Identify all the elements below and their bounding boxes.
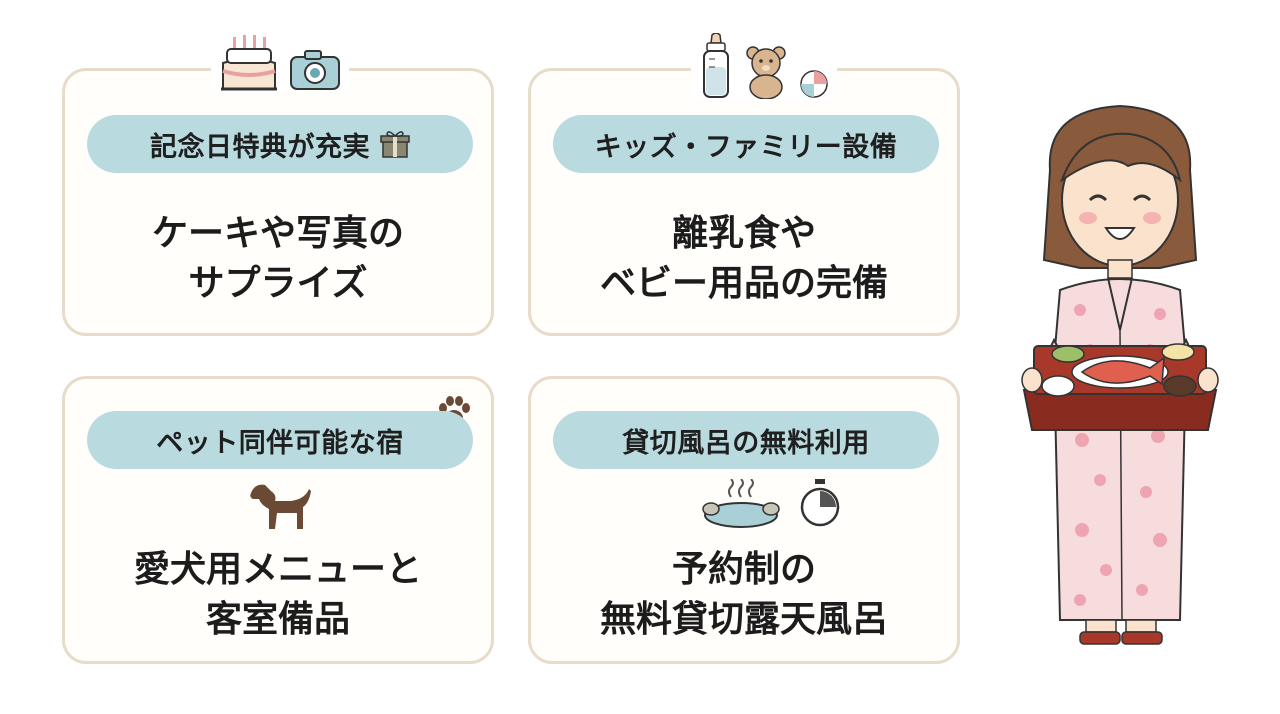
card-title: 貸切風呂の無料利用 [622, 427, 870, 459]
card-title: ペット同伴可能な宿 [156, 427, 404, 459]
hot-spring-icon [702, 479, 780, 528]
ball-icon [800, 70, 828, 98]
card-title-pill: 貸切風呂の無料利用 [553, 411, 939, 469]
baby-bottle-icon [703, 33, 729, 98]
stopwatch-icon [800, 479, 840, 527]
card-title: 記念日特典が充実 [150, 131, 370, 163]
hostess-in-yukata-with-meal-tray-icon [1021, 104, 1219, 645]
description-line: 離乳食や [671, 213, 816, 254]
card-private-bath: 貸切風呂の無料利用 予約制の 無料貸切露天風呂 [528, 376, 960, 664]
teddy-bear-icon [746, 46, 786, 99]
card-description: 予約制の 無料貸切露天風呂 [531, 545, 957, 645]
card-pet: ペット同伴可能な宿 愛犬用メニューと 客室備品 [62, 376, 494, 664]
card-title: キッズ・ファミリー設備 [594, 131, 898, 163]
description-line: ケーキや写真の [151, 213, 404, 254]
description-line: サプライズ [188, 263, 368, 304]
dog-icon [247, 481, 313, 537]
card-title-pill: キッズ・ファミリー設備 [553, 115, 939, 173]
card-family: キッズ・ファミリー設備 離乳食や ベビー用品の完備 [528, 33, 960, 336]
description-line: 予約制の [671, 549, 816, 590]
card-description: 愛犬用メニューと 客室備品 [65, 545, 491, 645]
bath-icons [701, 479, 841, 529]
card-description: ケーキや写真の サプライズ [65, 209, 491, 309]
description-line: ベビー用品の完備 [599, 263, 888, 304]
cake-icon [221, 35, 277, 91]
camera-icon [290, 50, 340, 90]
card-decoration [691, 33, 837, 99]
card-description: 離乳食や ベビー用品の完備 [531, 209, 957, 309]
card-title-pill: ペット同伴可能な宿 [87, 411, 473, 469]
card-decoration [211, 33, 349, 91]
card-title-pill: 記念日特典が充実 [87, 115, 473, 173]
gift-icon [380, 129, 410, 159]
description-line: 愛犬用メニューと [133, 549, 422, 590]
hostess-illustration [1010, 100, 1230, 672]
description-line: 無料貸切露天風呂 [599, 599, 888, 640]
description-line: 客室備品 [205, 599, 350, 640]
card-anniversary: 記念日特典が充実 ケーキや写真の サプライズ [62, 33, 494, 336]
